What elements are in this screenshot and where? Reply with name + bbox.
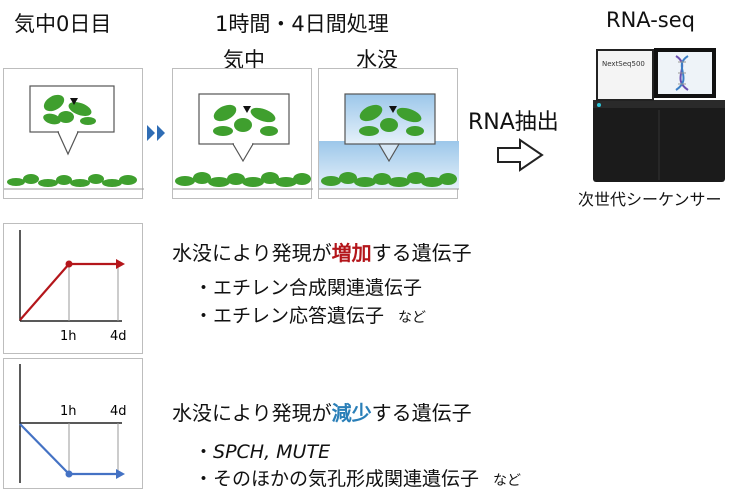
decrease-plot: 1h 4d [19,364,127,483]
decrease-bullet: ・ [194,441,214,463]
increase-tick-1h: 1h [60,329,77,344]
rna-extract-label: RNA抽出 [468,110,559,135]
arrowhead-icon [70,98,78,105]
decrease-item-1: ・SPCH, MUTE [194,437,330,464]
decrease-plot-box: 1h 4d [3,358,143,489]
decrease-arrowhead [116,469,125,479]
decrease-title: 水没により発現が減少する遺伝子 [172,397,472,426]
increase-arrowhead [116,259,125,269]
decrease-etc: など [493,473,522,489]
decrease-item-2-text: ・そのほかの気孔形成関連遺伝子 [194,468,480,490]
day0-tray [3,68,144,199]
increase-item-1: ・エチレン合成関連遺伝子 [194,277,423,299]
decrease-drop-line [19,423,70,475]
sequencer-model-text: NextSeq500 [602,60,645,68]
increase-plot-box: 1h 4d [3,223,143,354]
rnaseq-label: RNA-seq [606,8,695,32]
increase-etc: など [398,310,427,326]
increase-title-emph: 増加 [331,241,372,265]
decrease-tick-4d: 4d [110,404,127,419]
increase-plot: 1h 4d [19,230,127,344]
submerged-tray-illustration [319,93,459,190]
arrowhead-icon [243,106,251,113]
day0-label: 気中0日目 [14,12,112,36]
decrease-item-2: ・そのほかの気孔形成関連遺伝子など [194,464,521,491]
increase-rise-line [19,263,70,321]
decrease-item-1-text: SPCH, MUTE [213,441,331,463]
day0-tray-illustration [4,85,144,190]
increase-title-suffix: する遺伝子 [371,241,472,265]
sequencer-illustration: NextSeq500 [593,48,725,182]
increase-point-1h [65,260,73,268]
increase-title-prefix: 水没により発現が [172,241,332,265]
double-chevron-icon [147,125,165,141]
increase-item-2: ・エチレン応答遺伝子など [194,301,426,328]
decrease-title-suffix: する遺伝子 [371,401,472,425]
decrease-point-1h [65,470,73,478]
sequencer-label: 次世代シーケンサー [578,190,722,209]
increase-item-2-text: ・エチレン応答遺伝子 [194,305,385,327]
hollow-arrow-icon [497,138,544,172]
decrease-title-emph: 減少 [331,401,372,425]
arrowhead-icon [389,106,397,113]
air-tray [172,68,313,199]
decrease-tick-1h: 1h [60,404,77,419]
submerged-tray [318,68,459,199]
increase-title: 水没により発現が増加する遺伝子 [172,237,472,266]
decrease-title-prefix: 水没により発現が [172,401,332,425]
increase-tick-4d: 4d [110,329,127,344]
air-tray-illustration [173,93,313,190]
treatment-label: 1時間・4日間処理 [215,12,389,36]
